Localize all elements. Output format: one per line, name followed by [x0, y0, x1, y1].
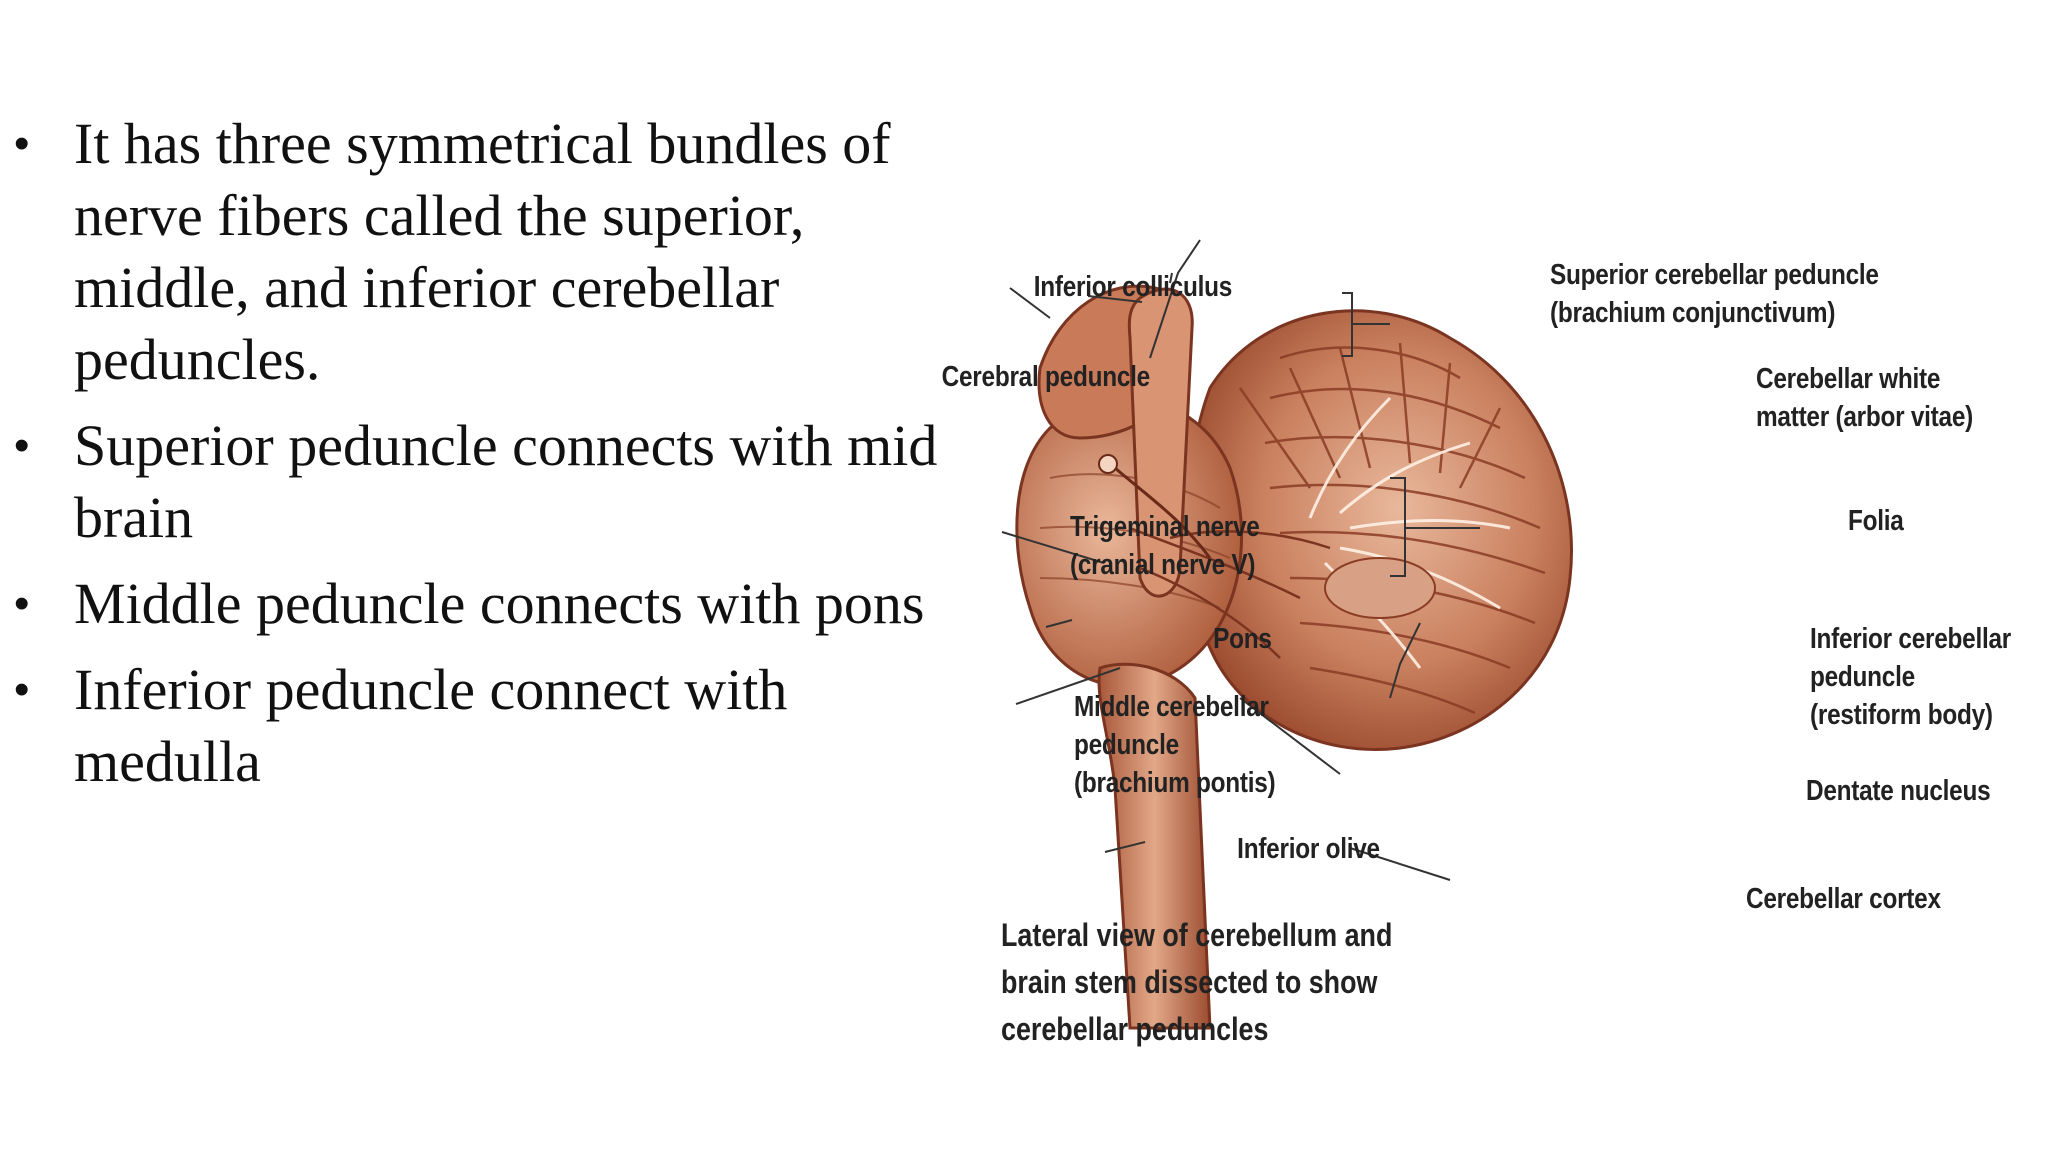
bullet-item: • It has three symmetrical bundles of ne…: [0, 108, 960, 396]
label-white-matter-sub: matter (arbor vitae): [1756, 401, 1973, 433]
label-trigeminal-nerve-sub: (cranial nerve V): [1070, 549, 1256, 581]
bullet-text: Inferior peduncle connect with medulla: [74, 657, 788, 794]
label-white-matter: Cerebellar white: [1756, 363, 1941, 395]
bullet-icon: •: [14, 665, 30, 714]
label-inferior-cerebellar: Inferior cerebellar: [1810, 623, 2012, 655]
label-cerebral-peduncle: Cerebral peduncle: [941, 361, 1151, 393]
bullet-list: • It has three symmetrical bundles of ne…: [0, 108, 960, 812]
bullet-text: It has three symmetrical bundles of nerv…: [74, 111, 891, 392]
bullet-icon: •: [14, 579, 30, 628]
bullet-item: • Middle peduncle connects with pons: [0, 568, 960, 640]
label-inferior-sub: (restiform body): [1810, 699, 1993, 731]
label-dentate-nucleus: Dentate nucleus: [1806, 775, 1991, 807]
label-superior-cerebellar: Superior cerebellar peduncle: [1550, 259, 1879, 291]
label-trigeminal-nerve: Trigeminal nerve: [1070, 511, 1260, 543]
bullet-icon: •: [14, 421, 30, 470]
label-inferior-peduncle: peduncle: [1810, 661, 1915, 693]
bullet-text: Superior peduncle connects with mid brai…: [74, 413, 938, 550]
label-inferior-olive: Inferior olive: [1237, 833, 1380, 865]
label-folia: Folia: [1848, 505, 1904, 537]
bullet-icon: •: [14, 119, 30, 168]
label-inferior-colliculus: Inferior colliculus: [1033, 271, 1233, 303]
label-middle-peduncle: peduncle: [1074, 729, 1179, 761]
label-middle-cerebellar: Middle cerebellar: [1074, 691, 1269, 723]
bullet-item: • Inferior peduncle connect with medulla: [0, 654, 960, 798]
cerebellum-figure: Inferior colliculus Cerebral peduncle Tr…: [942, 228, 2040, 1108]
cerebellum-illustration: [1001, 239, 1573, 1030]
figure-caption: Lateral view of cerebellum and brain ste…: [1001, 912, 1393, 1053]
label-superior-sub: (brachium conjunctivum): [1550, 297, 1836, 329]
bullet-text: Middle peduncle connects with pons: [74, 571, 925, 636]
label-middle-sub: (brachium pontis): [1074, 767, 1276, 799]
bullet-item: • Superior peduncle connects with mid bra…: [0, 410, 960, 554]
label-pons: Pons: [1213, 623, 1272, 655]
label-cerebellar-cortex: Cerebellar cortex: [1746, 883, 1941, 915]
caption-line: Lateral view of cerebellum and: [1001, 917, 1393, 953]
caption-line: brain stem dissected to show: [1001, 964, 1378, 1000]
caption-line: cerebellar peduncles: [1001, 1011, 1269, 1047]
